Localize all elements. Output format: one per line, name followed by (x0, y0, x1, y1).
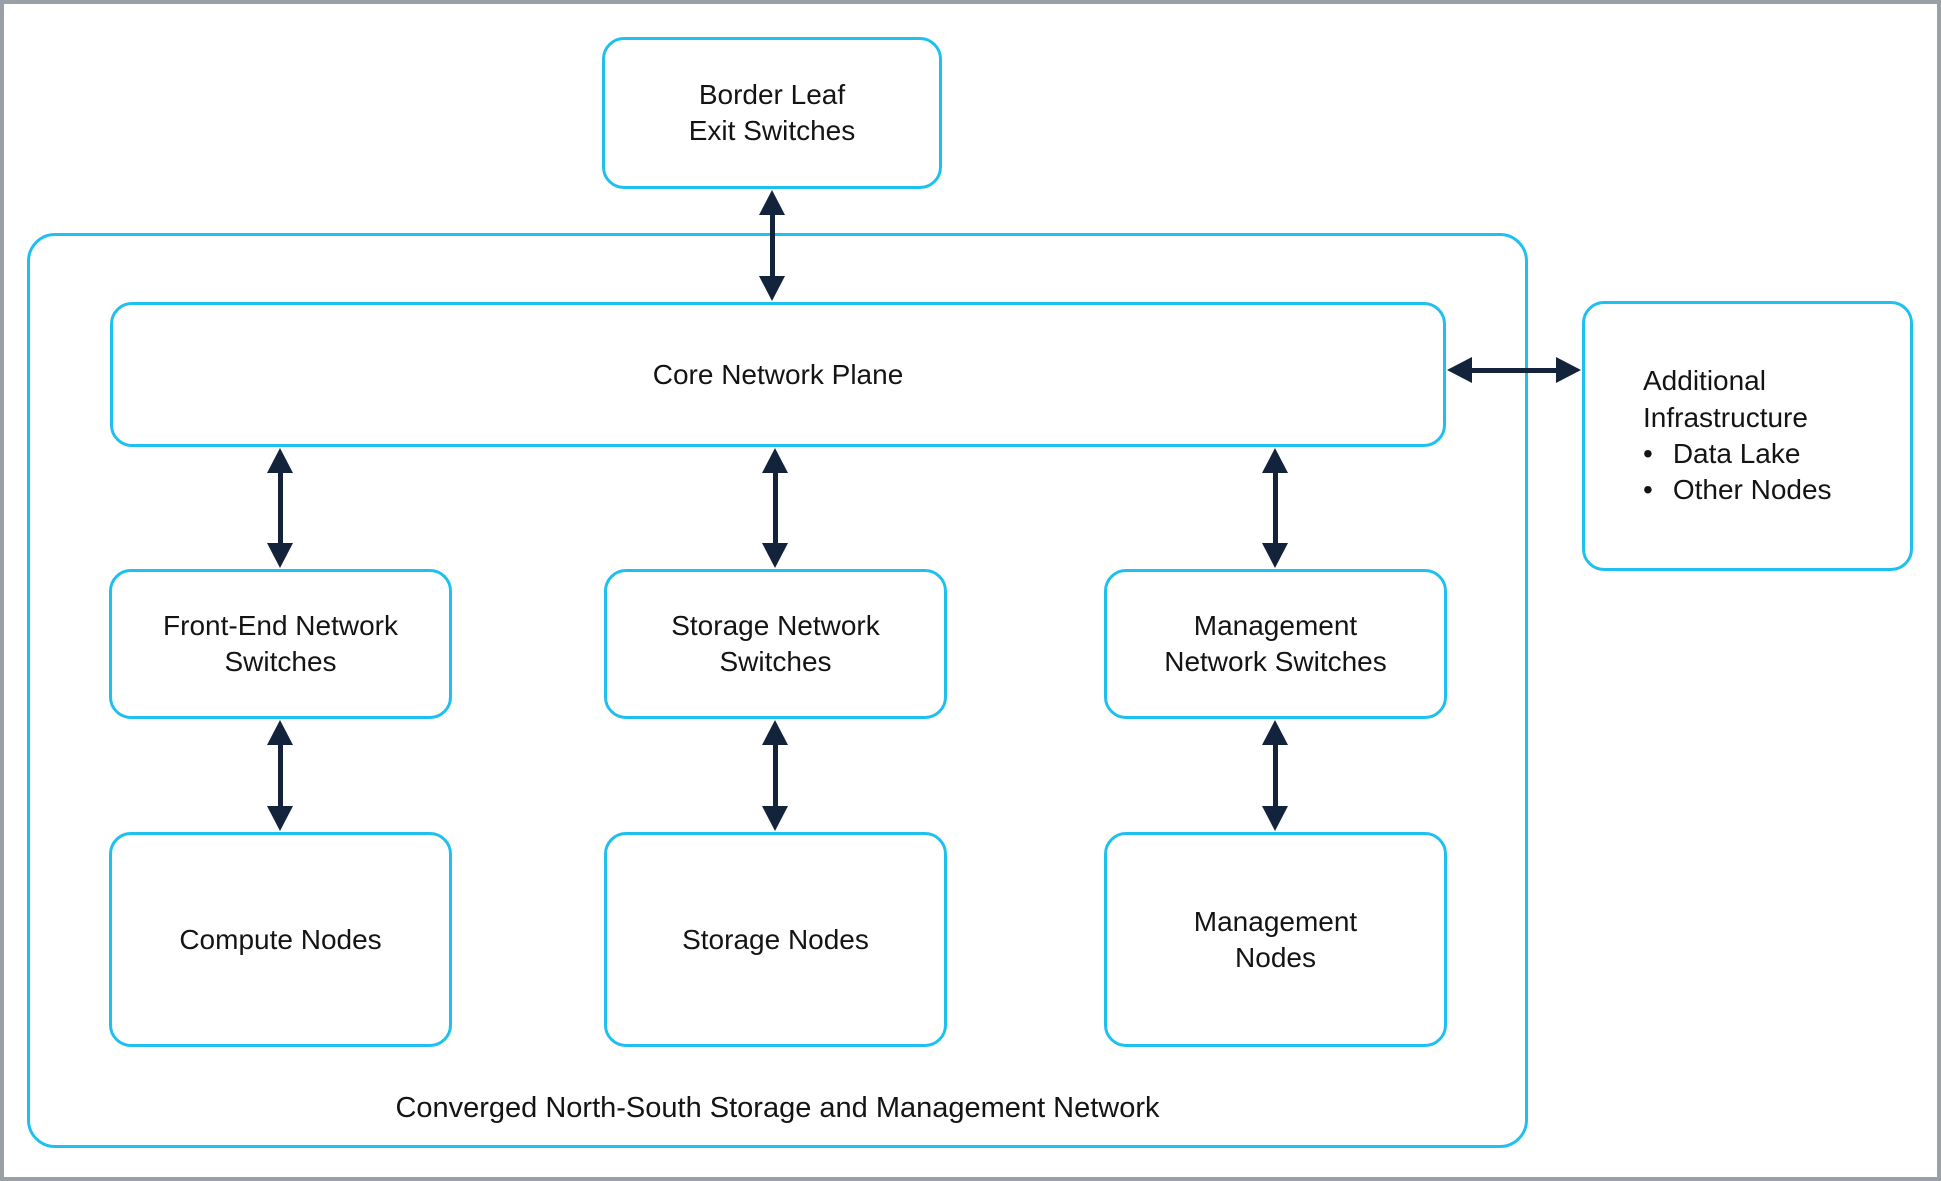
additional-infrastructure-list: • Data Lake • Other Nodes (1643, 436, 1832, 509)
additional-infrastructure-content: Additional Infrastructure • Data Lake • … (1643, 363, 1832, 509)
node-label: Border Leaf Exit Switches (688, 79, 856, 146)
node-label: Additional Infrastructure (1643, 365, 1808, 433)
arrowhead-down-icon (1262, 543, 1288, 568)
arrow-core-to-additional-infrastructure (1447, 357, 1581, 383)
node-additional-infrastructure: Additional Infrastructure • Data Lake • … (1582, 301, 1913, 571)
converged-network-caption: Converged North-South Storage and Manage… (395, 1092, 1160, 1124)
arrow-shaft (772, 740, 778, 811)
arrow-storage-switches-to-storage-nodes (762, 720, 788, 831)
arrowhead-down-icon (1262, 806, 1288, 831)
arrow-shaft (772, 468, 778, 548)
arrowhead-right-icon (1556, 357, 1581, 383)
node-storage-network-switches: Storage Network Switches (604, 569, 947, 719)
arrow-core-to-management-switches (1262, 448, 1288, 568)
arrowhead-down-icon (267, 543, 293, 568)
arrowhead-down-icon (759, 276, 785, 301)
arrow-shaft (277, 740, 283, 811)
node-label: Management Nodes (1193, 905, 1358, 973)
bullet-icon: • (1643, 474, 1653, 506)
node-label: Storage Nodes (682, 923, 869, 955)
list-item-label: Data Lake (1672, 438, 1801, 469)
arrow-shaft (1272, 468, 1278, 548)
arrowhead-down-icon (267, 806, 293, 831)
list-item: • Data Lake (1643, 436, 1832, 472)
node-compute-nodes: Compute Nodes (109, 832, 452, 1047)
arrow-border-leaf-to-core (759, 190, 785, 301)
node-management-nodes: Management Nodes (1104, 832, 1447, 1047)
arrow-core-to-front-end-switches (267, 448, 293, 568)
node-label: Storage Network Switches (671, 610, 880, 677)
bullet-icon: • (1643, 438, 1653, 469)
arrowhead-down-icon (762, 543, 788, 568)
node-core-network-plane: Core Network Plane (110, 302, 1446, 447)
arrow-shaft (1272, 740, 1278, 811)
node-label: Compute Nodes (179, 923, 382, 955)
node-label: Core Network Plane (652, 358, 904, 390)
arrow-shaft (277, 468, 283, 548)
node-border-leaf-exit-switches: Border Leaf Exit Switches (602, 37, 942, 189)
arrow-management-switches-to-management-nodes (1262, 720, 1288, 831)
node-label: Management Network Switches (1164, 610, 1387, 677)
arrow-shaft (769, 210, 775, 281)
list-item-label: Other Nodes (1672, 474, 1832, 506)
arrowhead-down-icon (762, 806, 788, 831)
node-front-end-network-switches: Front-End Network Switches (109, 569, 452, 719)
arrow-front-end-switches-to-compute-nodes (267, 720, 293, 831)
arrow-core-to-storage-switches (762, 448, 788, 568)
node-label: Front-End Network Switches (163, 610, 398, 677)
list-item: • Other Nodes (1643, 472, 1832, 508)
node-management-network-switches: Management Network Switches (1104, 569, 1447, 719)
node-storage-nodes: Storage Nodes (604, 832, 947, 1047)
arrow-shaft (1467, 367, 1561, 373)
